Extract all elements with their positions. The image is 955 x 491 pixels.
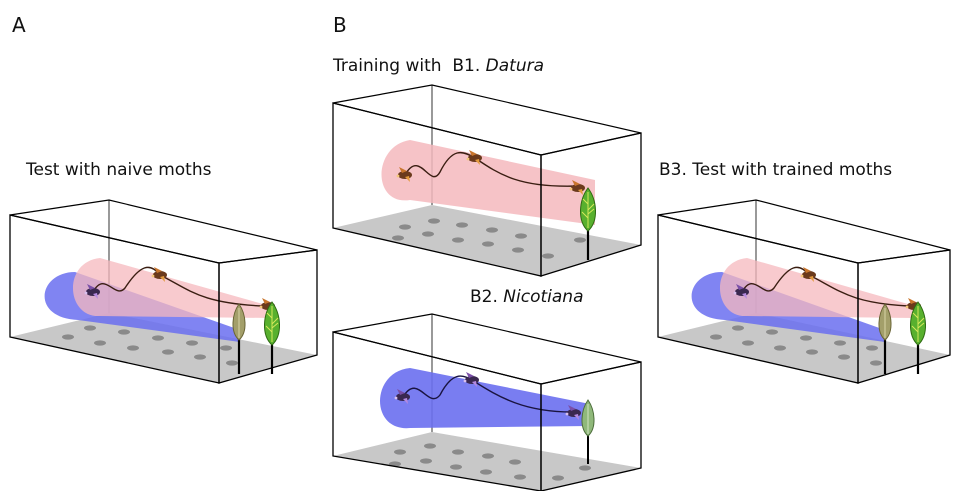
label-b1-species: Datura — [485, 56, 545, 76]
label-b2-species: Nicotiana — [503, 287, 584, 307]
label-b1-prefix: B1. — [452, 56, 481, 76]
panel-label-b: B — [333, 13, 347, 37]
panel-label-a: A — [12, 13, 26, 37]
box-training-nicotiana — [332, 313, 642, 491]
label-b2-prefix: B2. — [470, 287, 498, 307]
box-naive — [9, 199, 318, 384]
label-training-with: Training with B1. Datura — [333, 58, 544, 75]
label-training-with-text: Training with — [333, 56, 442, 76]
box-training-datura — [332, 84, 642, 277]
label-b3-test-trained-moths: B3. Test with trained moths — [659, 160, 893, 180]
plume-blue-b2 — [380, 368, 590, 429]
box-trained — [657, 199, 951, 384]
plume-pink-b3 — [719, 258, 915, 318]
label-test-naive-moths: Test with naive moths — [26, 160, 212, 180]
plume-pink-naive — [72, 258, 270, 318]
label-b2: B2. Nicotiana — [470, 289, 583, 306]
plant-nicotiana-icon — [580, 399, 596, 465]
